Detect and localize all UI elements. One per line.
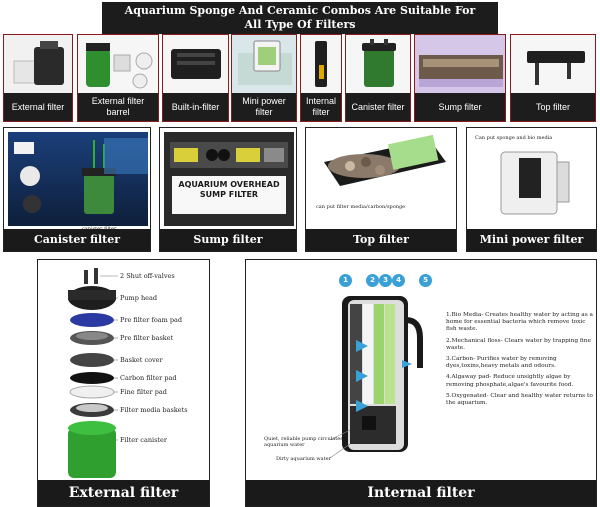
tile-label: Built-in-filter — [163, 93, 228, 121]
number-marker: 5 — [419, 274, 432, 287]
tile-internal-filter[interactable]: Internal filter — [300, 34, 342, 122]
sump-setup-image — [164, 132, 294, 226]
description-mechanical-floss: 2.Mechanical floss- Clears water by trap… — [446, 337, 591, 351]
pump-note: Quiet, reliable pump circulates aquarium… — [264, 436, 343, 448]
sump-sign-line-1: AQUARIUM OVERHEAD — [178, 180, 280, 189]
part-label: Basket cover — [120, 356, 163, 364]
media-descriptions: 1.Bio Media- Creates healthy water by ac… — [446, 312, 596, 411]
number-marker: 3 — [379, 274, 392, 287]
sump-filter-image — [415, 35, 505, 93]
part-label: Carbon filter pad — [120, 374, 177, 382]
panel-title: External filter — [38, 480, 209, 506]
top-filter-media-image — [310, 132, 454, 226]
description-carbon: 3.Carbon- Purifies water by removing dye… — [446, 356, 557, 370]
description-bio-media: 1.Bio Media- Creates healthy water by ac… — [446, 312, 594, 333]
panel-title: Canister filter — [4, 229, 150, 251]
description-algaway-pad: 4.Algaway pad- Reduce unsightly algae by… — [446, 374, 574, 388]
tile-label: External filter barrel — [78, 93, 158, 121]
panel-title: Mini power filter — [467, 229, 596, 251]
tile-built-in-filter[interactable]: Built-in-filter — [162, 34, 229, 122]
part-label: Filter media baskets — [120, 406, 188, 414]
panel-title: Sump filter — [160, 229, 296, 251]
part-label: Pump head — [120, 294, 158, 302]
part-label: 2 Shut off-valves — [120, 272, 175, 280]
dirty-water-note: Dirty aquarium water — [276, 456, 331, 462]
panel-internal-filter[interactable]: 1 2 3 4 5 Quiet, reliable pump circulate… — [245, 259, 597, 507]
panel-title: Top filter — [306, 229, 456, 251]
part-label: Fine filter pad — [120, 388, 167, 396]
number-marker: 2 — [366, 274, 379, 287]
built-in-filter-image — [163, 35, 228, 93]
tile-label: External filter — [4, 93, 72, 121]
tile-external-filter[interactable]: External filter — [3, 34, 73, 122]
top-filter-caption: can put filter media/carbon/sponge — [316, 204, 406, 210]
tile-label: Mini power filter — [232, 93, 296, 121]
tile-label: Top filter — [511, 93, 595, 121]
tile-sump-filter[interactable]: Sump filter — [414, 34, 506, 122]
internal-filter-cutaway-diagram — [329, 296, 423, 459]
canister-filter-image — [346, 35, 410, 93]
tile-label: Internal filter — [301, 93, 341, 121]
tile-label: Canister filter — [346, 93, 410, 121]
tile-mini-power-filter[interactable]: Mini power filter — [231, 34, 297, 122]
part-label: Filter canister — [120, 436, 167, 444]
mini-filter-caption: Can put sponge and bio media — [475, 135, 553, 141]
media-number-row: 1 2 3 4 5 — [339, 274, 435, 288]
mini-power-filter-image — [232, 35, 296, 93]
tile-label: Sump filter — [415, 93, 505, 121]
canister-setup-image — [8, 132, 148, 226]
number-marker: 4 — [392, 274, 405, 287]
top-filter-image — [511, 35, 595, 93]
panel-sump-filter[interactable]: AQUARIUM OVERHEAD SUMP FILTER Sump filte… — [159, 127, 297, 252]
tile-canister-filter[interactable]: Canister filter — [345, 34, 411, 122]
header-banner: Aquarium Sponge And Ceramic Combos Are S… — [102, 2, 498, 34]
panel-external-filter[interactable]: 2 Shut off-valves Pump head Pre filter f… — [37, 259, 210, 507]
banner-line-2: All Type Of Filters — [244, 18, 356, 31]
number-marker: 1 — [339, 274, 352, 287]
tile-top-filter[interactable]: Top filter — [510, 34, 596, 122]
panel-title: Internal filter — [246, 480, 596, 506]
sump-sign: AQUARIUM OVERHEAD SUMP FILTER — [172, 180, 286, 200]
internal-filter-image — [301, 35, 341, 93]
panel-top-filter[interactable]: can put filter media/carbon/sponge Top f… — [305, 127, 457, 252]
part-label: Pre filter foam pad — [120, 316, 183, 324]
description-oxygenated: 5.Oxygenated- Clear and healthy water re… — [446, 392, 593, 407]
panel-mini-power-filter[interactable]: Can put sponge and bio media Mini power … — [466, 127, 597, 252]
sump-sign-line-2: SUMP FILTER — [199, 190, 259, 199]
tile-external-filter-barrel[interactable]: External filter barrel — [77, 34, 159, 122]
part-label: Pre filter basket — [120, 334, 174, 342]
external-barrel-image — [78, 35, 158, 93]
external-filter-image — [4, 35, 72, 93]
mini-power-filter-open-image — [471, 132, 594, 226]
panel-canister-filter[interactable]: canister filter Canister filter — [3, 127, 151, 252]
external-filter-exploded-diagram — [68, 268, 118, 478]
banner-line-1: Aquarium Sponge And Ceramic Combos Are S… — [124, 4, 476, 17]
